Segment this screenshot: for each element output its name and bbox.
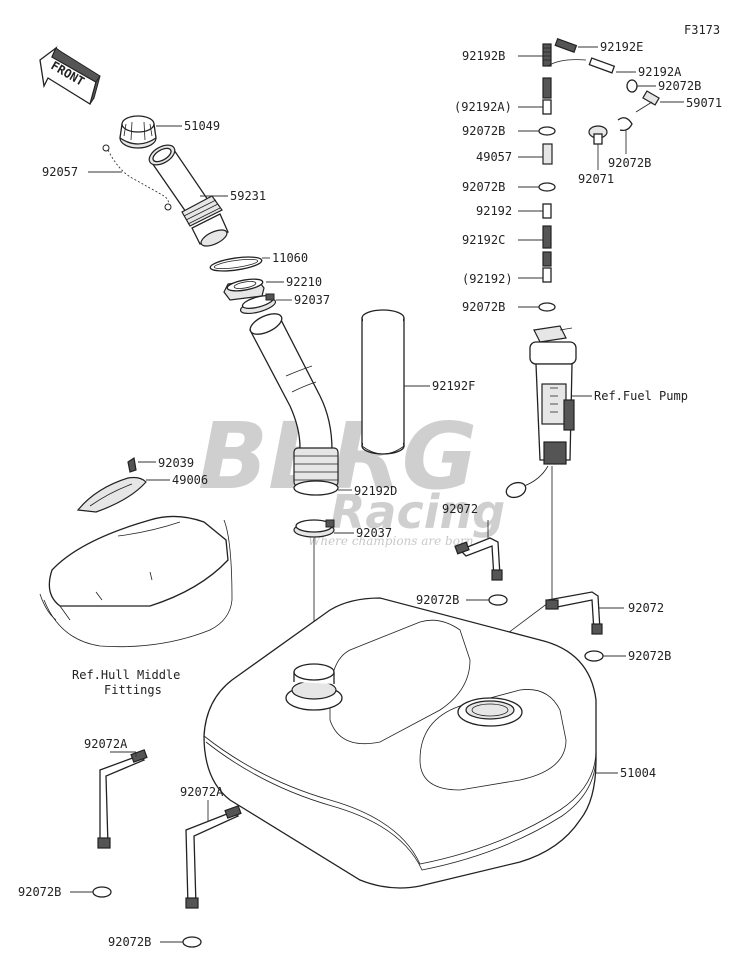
label-92037-bottom: 92037 bbox=[356, 526, 392, 540]
label-92057: 92057 bbox=[42, 165, 78, 179]
o-ring bbox=[209, 256, 263, 272]
clip-92072B-d bbox=[538, 182, 556, 192]
label-92072B-c: 92072B bbox=[608, 156, 651, 170]
front-arrow-icon: FRONT bbox=[39, 45, 101, 106]
vent-hose-2 bbox=[542, 99, 552, 115]
filler-hose-straight bbox=[361, 309, 405, 455]
cap-92071 bbox=[588, 125, 608, 145]
label-92072B-b: 92072B bbox=[462, 124, 505, 138]
hull-section bbox=[39, 515, 233, 648]
label-92072-a: 92072 bbox=[442, 502, 478, 516]
label-51049: 51049 bbox=[184, 119, 220, 133]
hull-cover-plate bbox=[76, 476, 147, 513]
watermark-tagline: Where champions are born bbox=[308, 534, 473, 548]
ref-hull-line2: Fittings bbox=[104, 683, 162, 697]
vent-hose-92192 bbox=[542, 203, 552, 219]
watermark: BERG Racing Where champions are born bbox=[198, 403, 505, 548]
label-92037-top: 92037 bbox=[294, 293, 330, 307]
label-92072B-i: 92072B bbox=[108, 935, 151, 949]
filler-cap bbox=[119, 115, 157, 149]
label-92072A-b: 92072A bbox=[180, 785, 224, 799]
label-11060: 11060 bbox=[272, 251, 308, 265]
label-92072B-h: 92072B bbox=[18, 885, 61, 899]
label-59071: 59071 bbox=[686, 96, 722, 110]
label-92039: 92039 bbox=[158, 456, 194, 470]
label-49006: 49006 bbox=[172, 473, 208, 487]
clip-92072B-e bbox=[538, 302, 556, 312]
label-92192A: 92192A bbox=[638, 65, 682, 79]
label-92072B-e: 92072B bbox=[462, 300, 505, 314]
label-92072A-a: 92072A bbox=[84, 737, 128, 751]
clip-92072B-g bbox=[584, 650, 604, 662]
tether-chain bbox=[102, 144, 172, 211]
ref-fuel-pump: Ref.Fuel Pump bbox=[594, 389, 688, 403]
filler-neck bbox=[148, 144, 229, 247]
clip-92072B-b bbox=[538, 126, 556, 136]
joint-49057 bbox=[542, 143, 553, 165]
label-51004: 51004 bbox=[620, 766, 656, 780]
pump-strap-lower bbox=[545, 591, 603, 635]
label-92192C: 92192C bbox=[462, 233, 505, 247]
fuel-tank bbox=[203, 597, 597, 889]
diagram-code: F3173 bbox=[684, 23, 720, 37]
vent-spring-top bbox=[542, 43, 552, 67]
clip-92072B-i bbox=[182, 936, 202, 948]
label-92192F: 92192F bbox=[432, 379, 475, 393]
label-92072B-f: 92072B bbox=[416, 593, 459, 607]
label-92072B-g: 92072B bbox=[628, 649, 671, 663]
watermark-sub: Racing bbox=[330, 485, 505, 539]
label-92192D: 92192D bbox=[354, 484, 397, 498]
vent-hose-angled bbox=[547, 57, 616, 74]
fuel-pump bbox=[505, 325, 577, 499]
clip-92072B-h bbox=[92, 886, 112, 898]
vent-spring-92192C bbox=[542, 225, 552, 249]
label-92071: 92071 bbox=[578, 172, 614, 186]
label-92192: 92192 bbox=[476, 204, 512, 218]
ref-hull-line1: Ref.Hull Middle bbox=[72, 668, 180, 682]
filler-hose-bent bbox=[249, 313, 339, 496]
label-92192E: 92192E bbox=[600, 40, 643, 54]
check-valve bbox=[642, 90, 660, 106]
clip-92072B-c bbox=[617, 117, 633, 132]
vent-spring-lower bbox=[542, 251, 552, 267]
tank-strap-left bbox=[97, 749, 148, 849]
hose-clamp-bottom bbox=[293, 519, 335, 538]
lock-nut bbox=[223, 278, 265, 301]
label-92210: 92210 bbox=[286, 275, 322, 289]
hose-clamp-top bbox=[239, 293, 277, 315]
pump-strap-upper bbox=[454, 537, 503, 581]
label-92192A-paren: (92192A) bbox=[454, 100, 512, 114]
label-92072B-d: 92072B bbox=[462, 180, 505, 194]
label-92072B-a: 92072B bbox=[658, 79, 701, 93]
label-92072-b: 92072 bbox=[628, 601, 664, 615]
label-49057: 49057 bbox=[476, 150, 512, 164]
vent-spring-2 bbox=[542, 77, 552, 99]
clip-92072B-a bbox=[626, 79, 638, 93]
vent-spring-angled bbox=[554, 37, 578, 53]
label-59231: 59231 bbox=[230, 189, 266, 203]
label-92192B-top: 92192B bbox=[462, 49, 505, 63]
tank-strap-right bbox=[185, 805, 242, 909]
vent-hose-lower bbox=[542, 267, 552, 283]
clip-92072B-f bbox=[488, 594, 508, 606]
grommet-pin bbox=[127, 456, 137, 473]
label-92192-paren: (92192) bbox=[462, 272, 513, 286]
